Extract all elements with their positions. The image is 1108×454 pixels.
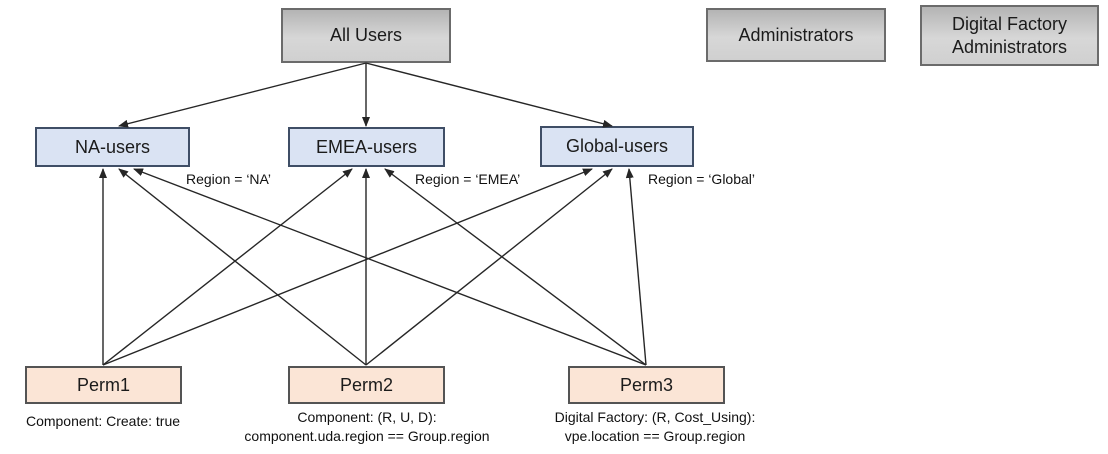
label-perm2-note-line2: component.uda.region == Group.region [244, 428, 490, 444]
label-perm1-note: Component: Create: true [25, 413, 181, 429]
edge-perm3-to-na_users [133, 168, 647, 366]
node-digital-factory-administrators: Digital Factory Administrators [920, 5, 1099, 66]
node-all-users: All Users [281, 8, 451, 63]
edge-all_users-to-na_users [118, 62, 367, 128]
node-global-users: Global-users [540, 126, 694, 167]
label-region-global: Region = ‘Global’ [648, 171, 756, 187]
label-perm3-note: Digital Factory: (R, Cost_Using): vpe.lo… [510, 408, 800, 446]
label-region-na: Region = ‘NA’ [186, 171, 271, 187]
label-perm3-note-line1: Digital Factory: (R, Cost_Using): [554, 409, 756, 425]
edge-perm3-to-emea_users [384, 168, 647, 366]
label-perm2-note-line1: Component: (R, U, D): [297, 409, 437, 425]
node-administrators: Administrators [706, 8, 886, 62]
node-emea-users: EMEA-users [288, 127, 445, 167]
edge-perm1-to-global_users [102, 168, 593, 366]
edge-perm2-to-global_users [365, 168, 613, 366]
node-perm1: Perm1 [25, 366, 182, 404]
label-region-emea: Region = ‘EMEA’ [415, 171, 521, 187]
node-perm3: Perm3 [568, 366, 725, 404]
edge-perm2-to-na_users [118, 168, 367, 366]
node-na-users: NA-users [35, 127, 190, 167]
edge-all_users-to-global_users [365, 62, 613, 128]
node-perm2: Perm2 [288, 366, 445, 404]
edge-perm3-to-global_users [625, 168, 647, 366]
edge-perm1-to-emea_users [102, 168, 353, 366]
label-perm3-note-line2: vpe.location == Group.region [564, 428, 746, 444]
label-perm2-note: Component: (R, U, D): component.uda.regi… [222, 408, 512, 446]
